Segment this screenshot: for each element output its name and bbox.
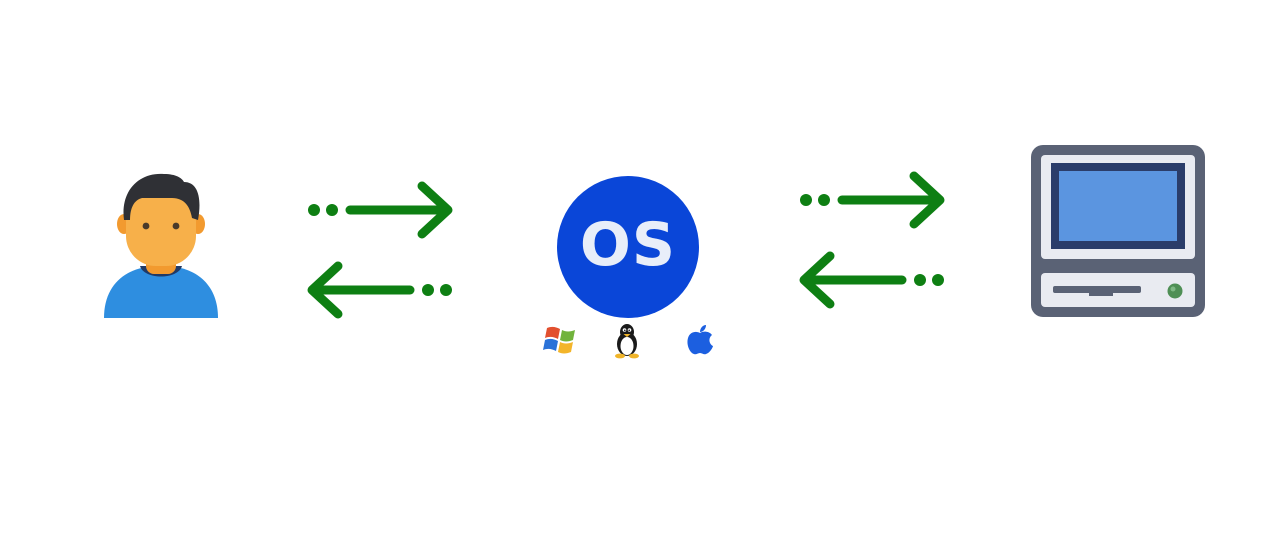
dots-icon bbox=[308, 204, 338, 216]
computer-node bbox=[1029, 143, 1207, 319]
arrow-right-icon bbox=[837, 171, 945, 229]
arrow-right-icon bbox=[345, 181, 453, 239]
apple-logo-icon bbox=[680, 320, 720, 360]
user-os-arrows bbox=[300, 172, 460, 322]
os-node: OS bbox=[557, 176, 699, 318]
linux-tux-icon bbox=[607, 320, 647, 360]
user-node bbox=[96, 168, 226, 320]
os-circle: OS bbox=[557, 176, 699, 318]
os-computer-arrows bbox=[792, 165, 952, 315]
arrow-left-icon bbox=[307, 261, 415, 319]
windows-logo-icon bbox=[541, 320, 581, 360]
user-icon bbox=[104, 173, 218, 318]
computer-hardware-icon bbox=[1031, 145, 1205, 317]
dots-icon bbox=[914, 274, 944, 286]
arrow-left-icon bbox=[799, 251, 907, 309]
dots-icon bbox=[800, 194, 830, 206]
dots-icon bbox=[422, 284, 452, 296]
os-label: OS bbox=[579, 210, 677, 280]
